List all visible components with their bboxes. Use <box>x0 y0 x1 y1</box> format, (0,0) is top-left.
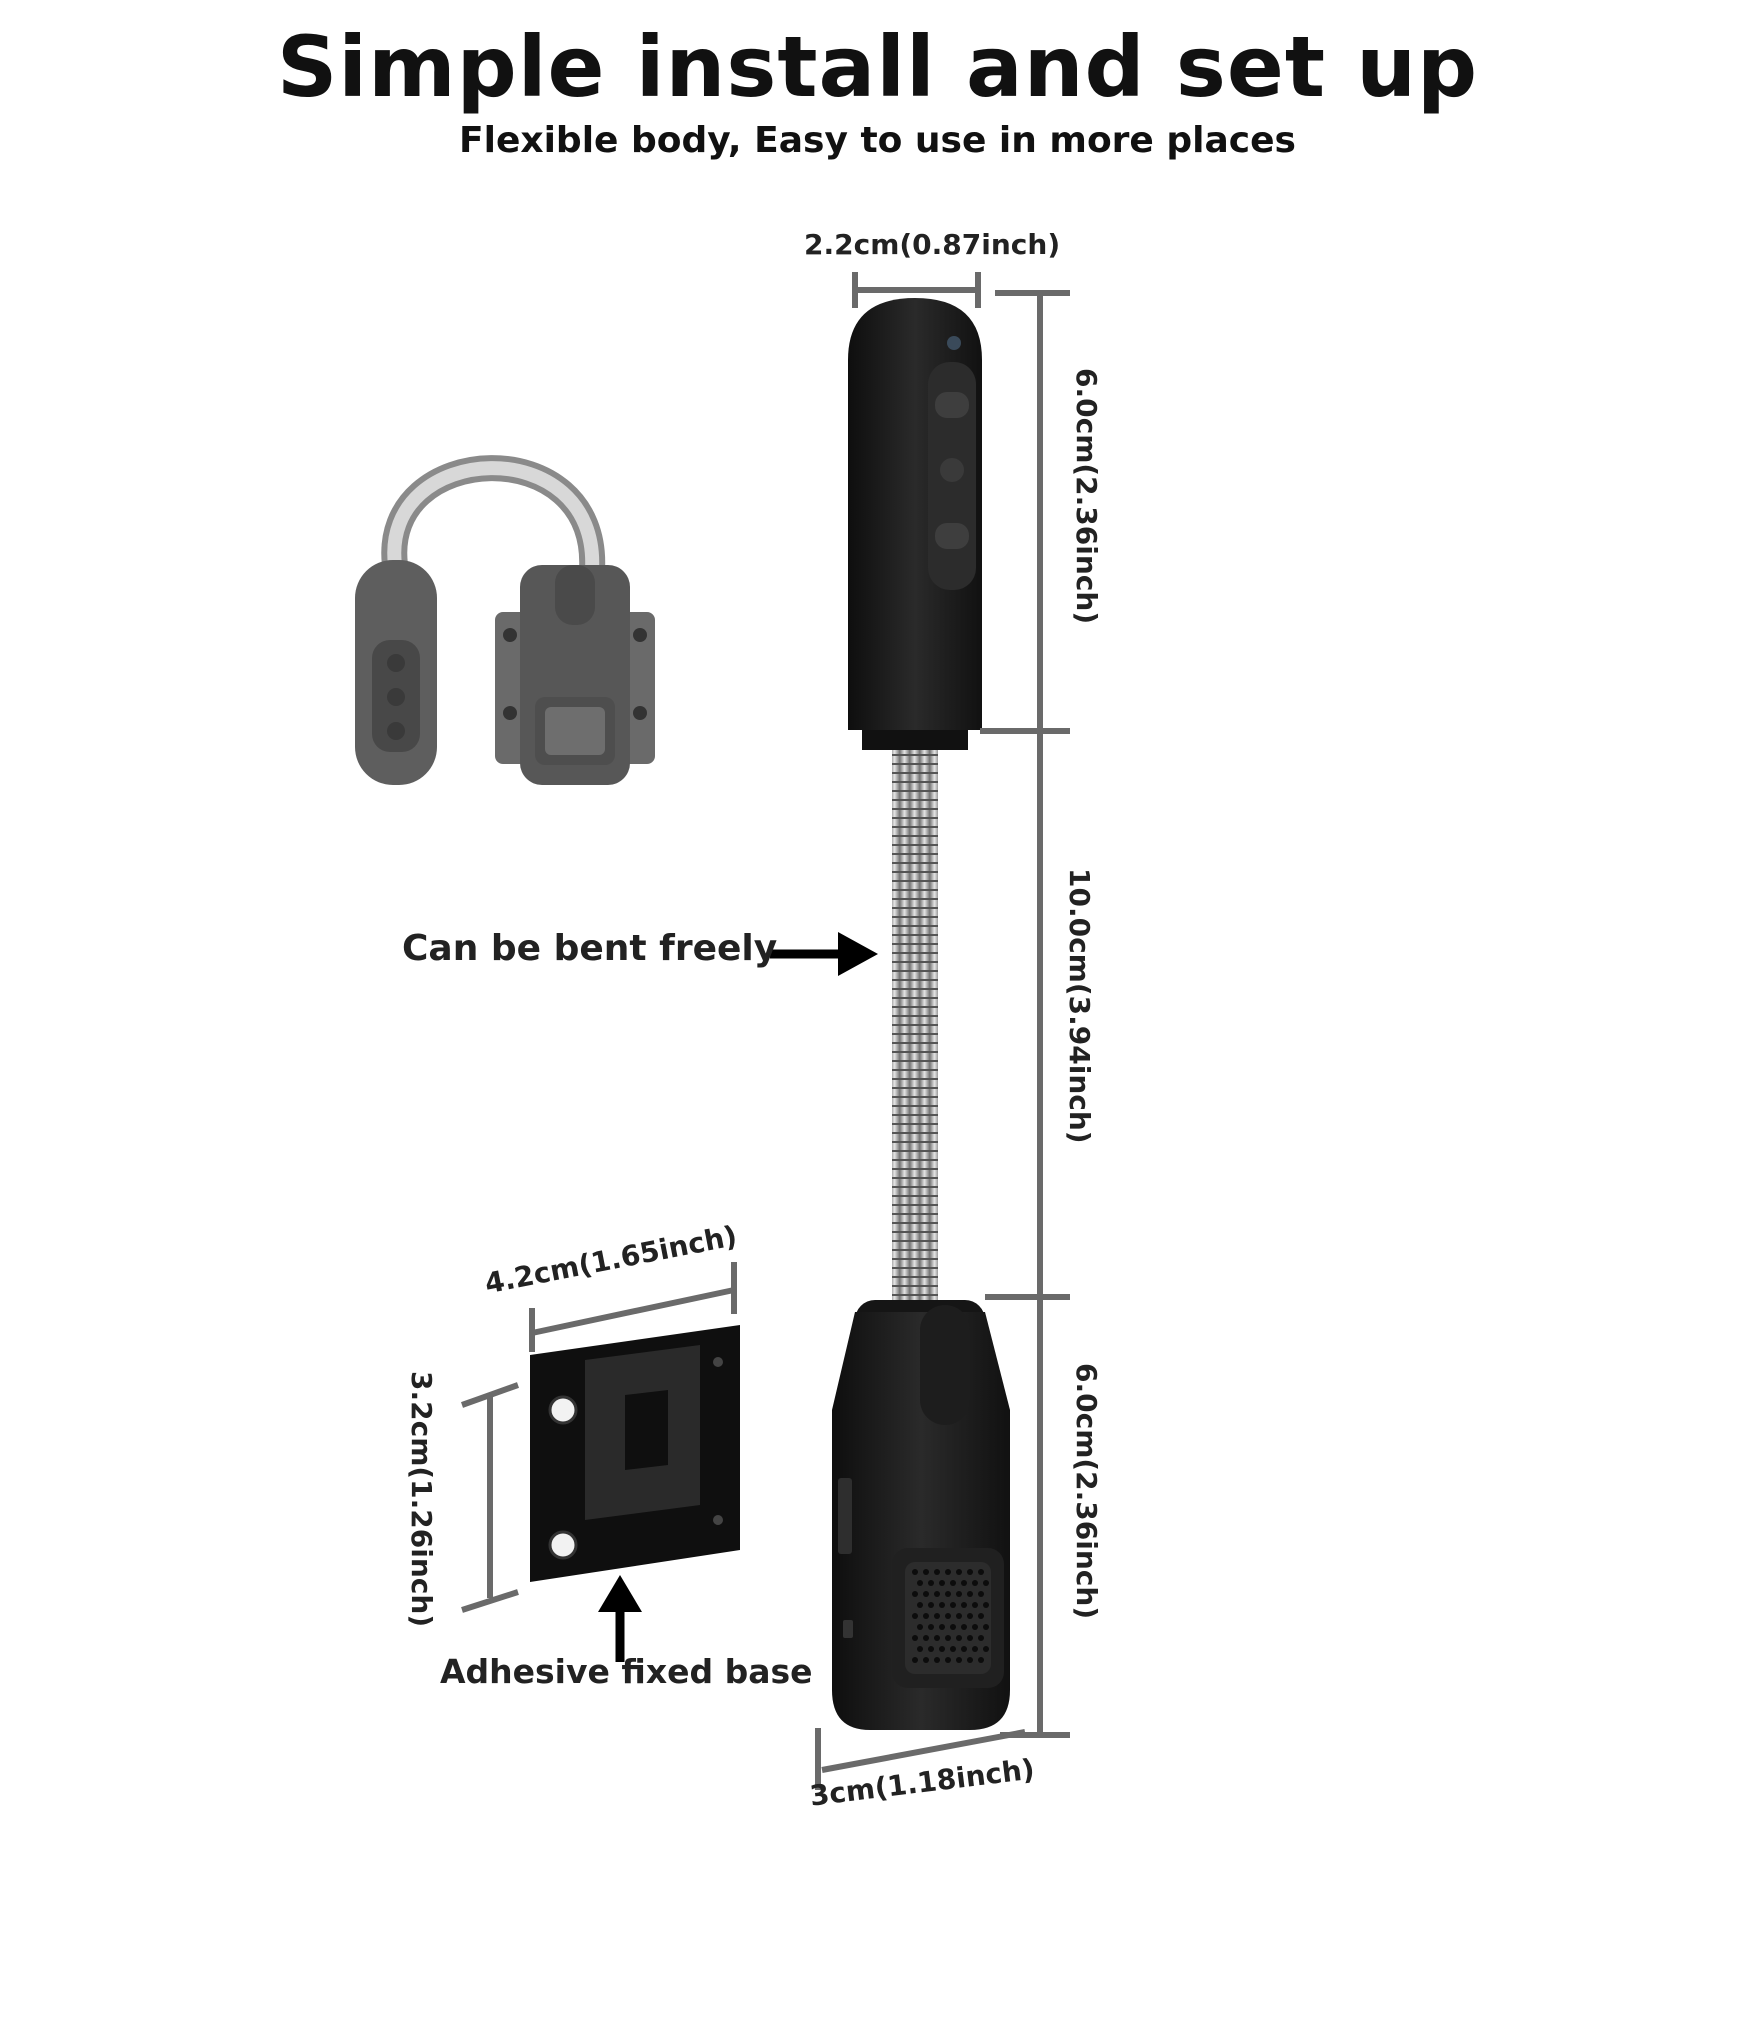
grille-hole <box>972 1646 978 1652</box>
grille-hole <box>912 1613 918 1619</box>
grille-hole <box>978 1591 984 1597</box>
grille-hole <box>967 1635 973 1641</box>
grille-hole <box>961 1602 967 1608</box>
grille-hole <box>950 1646 956 1652</box>
page-title: Simple install and set up <box>276 18 1479 116</box>
base-arrow-icon <box>598 1575 642 1662</box>
grille-hole <box>939 1580 945 1586</box>
grille-hole <box>961 1646 967 1652</box>
grille-hole <box>983 1624 989 1630</box>
main-device <box>832 298 1010 1730</box>
grille-hole <box>945 1613 951 1619</box>
adhesive-base <box>530 1325 740 1582</box>
grille-hole <box>983 1646 989 1652</box>
grille-hole <box>912 1591 918 1597</box>
grille-hole <box>923 1613 929 1619</box>
grille-hole <box>950 1624 956 1630</box>
body-height-label: 6.0cm(2.36inch) <box>1070 1363 1103 1620</box>
grille-hole <box>950 1602 956 1608</box>
grille-hole <box>956 1569 962 1575</box>
grille-hole <box>967 1569 973 1575</box>
grille-hole <box>912 1657 918 1663</box>
grille-hole <box>934 1657 940 1663</box>
grille-hole <box>923 1569 929 1575</box>
grille-hole <box>945 1591 951 1597</box>
side-slot <box>838 1478 852 1554</box>
grille-hole <box>978 1657 984 1663</box>
bendable-callout: Can be bent freely <box>402 928 778 969</box>
head-height-label: 6.0cm(2.36inch) <box>1070 368 1103 625</box>
grille-hole <box>961 1580 967 1586</box>
grille-hole <box>950 1580 956 1586</box>
grille-hole <box>967 1613 973 1619</box>
grille-hole <box>945 1635 951 1641</box>
grille-hole <box>967 1591 973 1597</box>
grille-hole <box>934 1591 940 1597</box>
grille-hole <box>956 1591 962 1597</box>
grille-hole <box>917 1602 923 1608</box>
grille-hole <box>956 1613 962 1619</box>
side-button <box>843 1620 853 1638</box>
grille-hole <box>912 1569 918 1575</box>
grille-hole <box>983 1602 989 1608</box>
grille-hole <box>983 1580 989 1586</box>
flexible-neck <box>892 728 938 1308</box>
dimension-lines <box>460 272 1070 1790</box>
grille-hole <box>923 1635 929 1641</box>
grille-hole <box>956 1657 962 1663</box>
grille-hole <box>928 1580 934 1586</box>
bend-arrow-icon <box>770 932 878 976</box>
grille-hole <box>945 1569 951 1575</box>
grille-hole <box>928 1646 934 1652</box>
grille-hole <box>928 1602 934 1608</box>
grille-hole <box>972 1580 978 1586</box>
base-callout: Adhesive fixed base <box>440 1652 813 1691</box>
neck-length-label: 10.0cm(3.94inch) <box>1063 868 1096 1144</box>
grille-hole <box>956 1635 962 1641</box>
grille-hole <box>972 1602 978 1608</box>
grille-hole <box>912 1635 918 1641</box>
grille-hole <box>934 1635 940 1641</box>
page-subtitle: Flexible body, Easy to use in more place… <box>459 120 1296 161</box>
grille-hole <box>928 1624 934 1630</box>
head-width-label: 2.2cm(0.87inch) <box>804 228 1061 261</box>
grille-hole <box>934 1613 940 1619</box>
grille-hole <box>923 1657 929 1663</box>
grille-hole <box>917 1580 923 1586</box>
grille-hole <box>939 1646 945 1652</box>
grille-hole <box>917 1624 923 1630</box>
grille-hole <box>972 1624 978 1630</box>
grille-hole <box>978 1613 984 1619</box>
indicator-icon <box>947 336 961 350</box>
bent-device-thumbnail <box>355 455 655 785</box>
grille-hole <box>939 1624 945 1630</box>
grille-hole <box>978 1569 984 1575</box>
grille-hole <box>978 1635 984 1641</box>
grille-hole <box>945 1657 951 1663</box>
grille-hole <box>923 1591 929 1597</box>
grille-hole <box>917 1646 923 1652</box>
grille-hole <box>934 1569 940 1575</box>
grille-hole <box>961 1624 967 1630</box>
base-height-label: 3.2cm(1.26inch) <box>405 1371 438 1628</box>
grille-hole <box>967 1657 973 1663</box>
grille-hole <box>939 1602 945 1608</box>
